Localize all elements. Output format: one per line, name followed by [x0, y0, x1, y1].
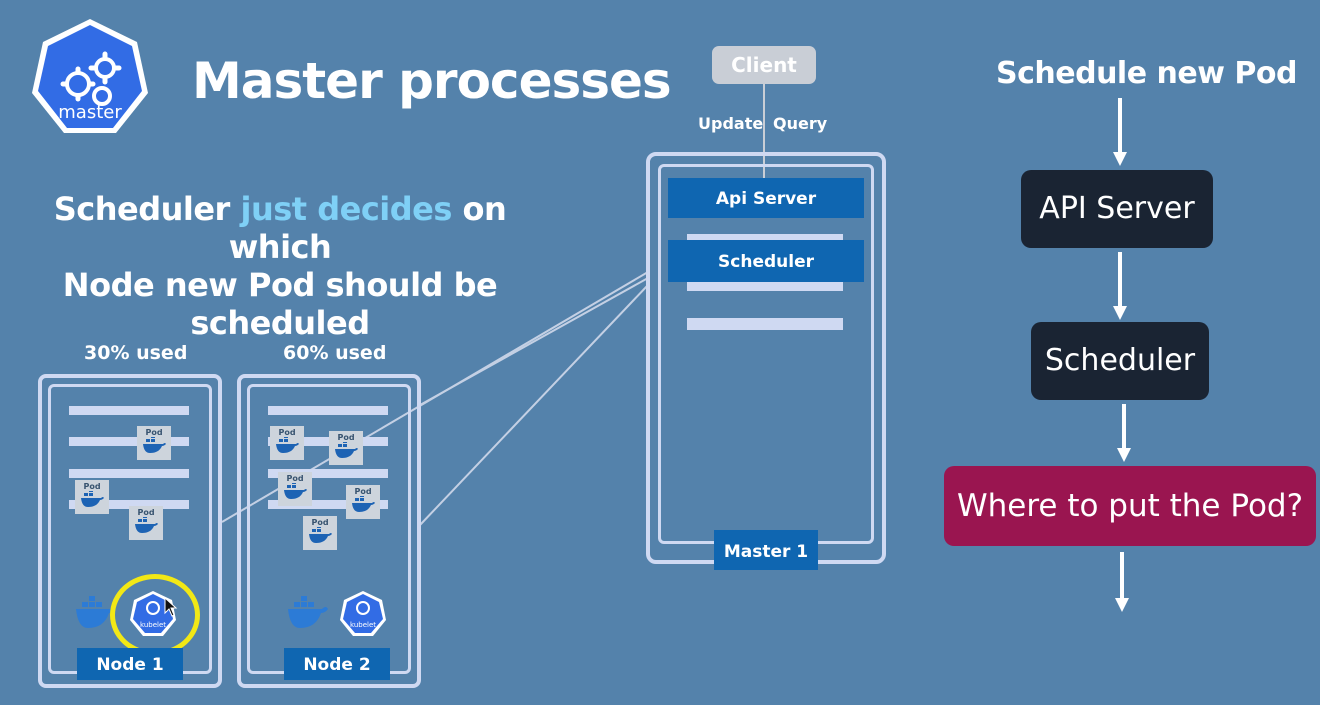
- docker-whale-icon: [335, 442, 358, 458]
- page-title: Master processes: [192, 52, 672, 110]
- flow-scheduler-box: Scheduler: [1031, 322, 1209, 400]
- node1-bar: [69, 437, 189, 446]
- node1-bar: [69, 469, 189, 478]
- flow-question-box: Where to put the Pod?: [944, 466, 1316, 546]
- cursor-highlight-circle: [110, 574, 200, 656]
- kubelet-label: kubelet: [349, 621, 377, 629]
- subtitle: Scheduler just decides on which Node new…: [40, 190, 520, 342]
- node1-bar: [69, 406, 189, 415]
- pod-label: Pod: [337, 433, 355, 442]
- docker-whale-icon: [309, 527, 332, 543]
- master-bar: [687, 234, 843, 243]
- docker-whale-icon: [352, 496, 375, 512]
- node2-bar: [268, 437, 388, 446]
- pod: Pod: [346, 485, 380, 519]
- docker-whale-icon: [276, 437, 299, 453]
- docker-whale-icon: [135, 517, 158, 533]
- master-logo-label: master: [58, 102, 122, 123]
- pod: Pod: [137, 426, 171, 460]
- scheduler-box: Scheduler: [668, 240, 864, 282]
- pod-label: Pod: [311, 518, 329, 527]
- docker-whale-icon: [284, 483, 307, 499]
- pod-label: Pod: [145, 428, 163, 437]
- master-inner: [658, 164, 874, 544]
- subtitle-line2: Node new Pod should be scheduled: [62, 266, 498, 342]
- master-bar: [687, 318, 843, 330]
- node1-usage: 30% used: [84, 342, 188, 364]
- flow-title: Schedule new Pod: [996, 56, 1297, 91]
- pod: Pod: [278, 472, 312, 506]
- subtitle-part1: Scheduler: [53, 190, 241, 228]
- pod-label: Pod: [286, 474, 304, 483]
- client-box: Client: [712, 46, 816, 84]
- pod-label: Pod: [278, 428, 296, 437]
- docker-whale-icon: [81, 491, 104, 507]
- docker-whale-icon: [143, 437, 166, 453]
- kubernetes-heptagon-icon: [32, 19, 148, 133]
- node1-label: Node 1: [77, 648, 183, 680]
- node2-usage: 60% used: [283, 342, 387, 364]
- subtitle-part2: on which: [228, 190, 507, 266]
- update-label: Update: [698, 114, 764, 133]
- pod: Pod: [75, 480, 109, 514]
- node2-label: Node 2: [284, 648, 390, 680]
- mouse-cursor-icon: [164, 597, 178, 617]
- pod-label: Pod: [83, 482, 101, 491]
- pod: Pod: [270, 426, 304, 460]
- node2-bar: [268, 500, 388, 509]
- pod-label: Pod: [137, 508, 155, 517]
- node2-bar: [268, 469, 388, 478]
- kubelet-icon: [340, 591, 386, 636]
- master1-label: Master 1: [714, 530, 818, 570]
- docker-whale-icon: [288, 596, 328, 628]
- node2-bar: [268, 406, 388, 415]
- subtitle-highlight: just decides: [240, 190, 452, 228]
- node1-bar: [69, 500, 189, 509]
- flow-api-server-box: API Server: [1021, 170, 1213, 248]
- master-bar: [687, 282, 843, 291]
- client-line: [763, 84, 765, 180]
- master-logo: master: [30, 16, 150, 138]
- pod-label: Pod: [354, 487, 372, 496]
- pod: Pod: [303, 516, 337, 550]
- api-server-box: Api Server: [668, 178, 864, 218]
- query-label: Query: [773, 114, 828, 133]
- docker-whale-icon: [76, 596, 116, 628]
- pod: Pod: [129, 506, 163, 540]
- pod: Pod: [329, 431, 363, 465]
